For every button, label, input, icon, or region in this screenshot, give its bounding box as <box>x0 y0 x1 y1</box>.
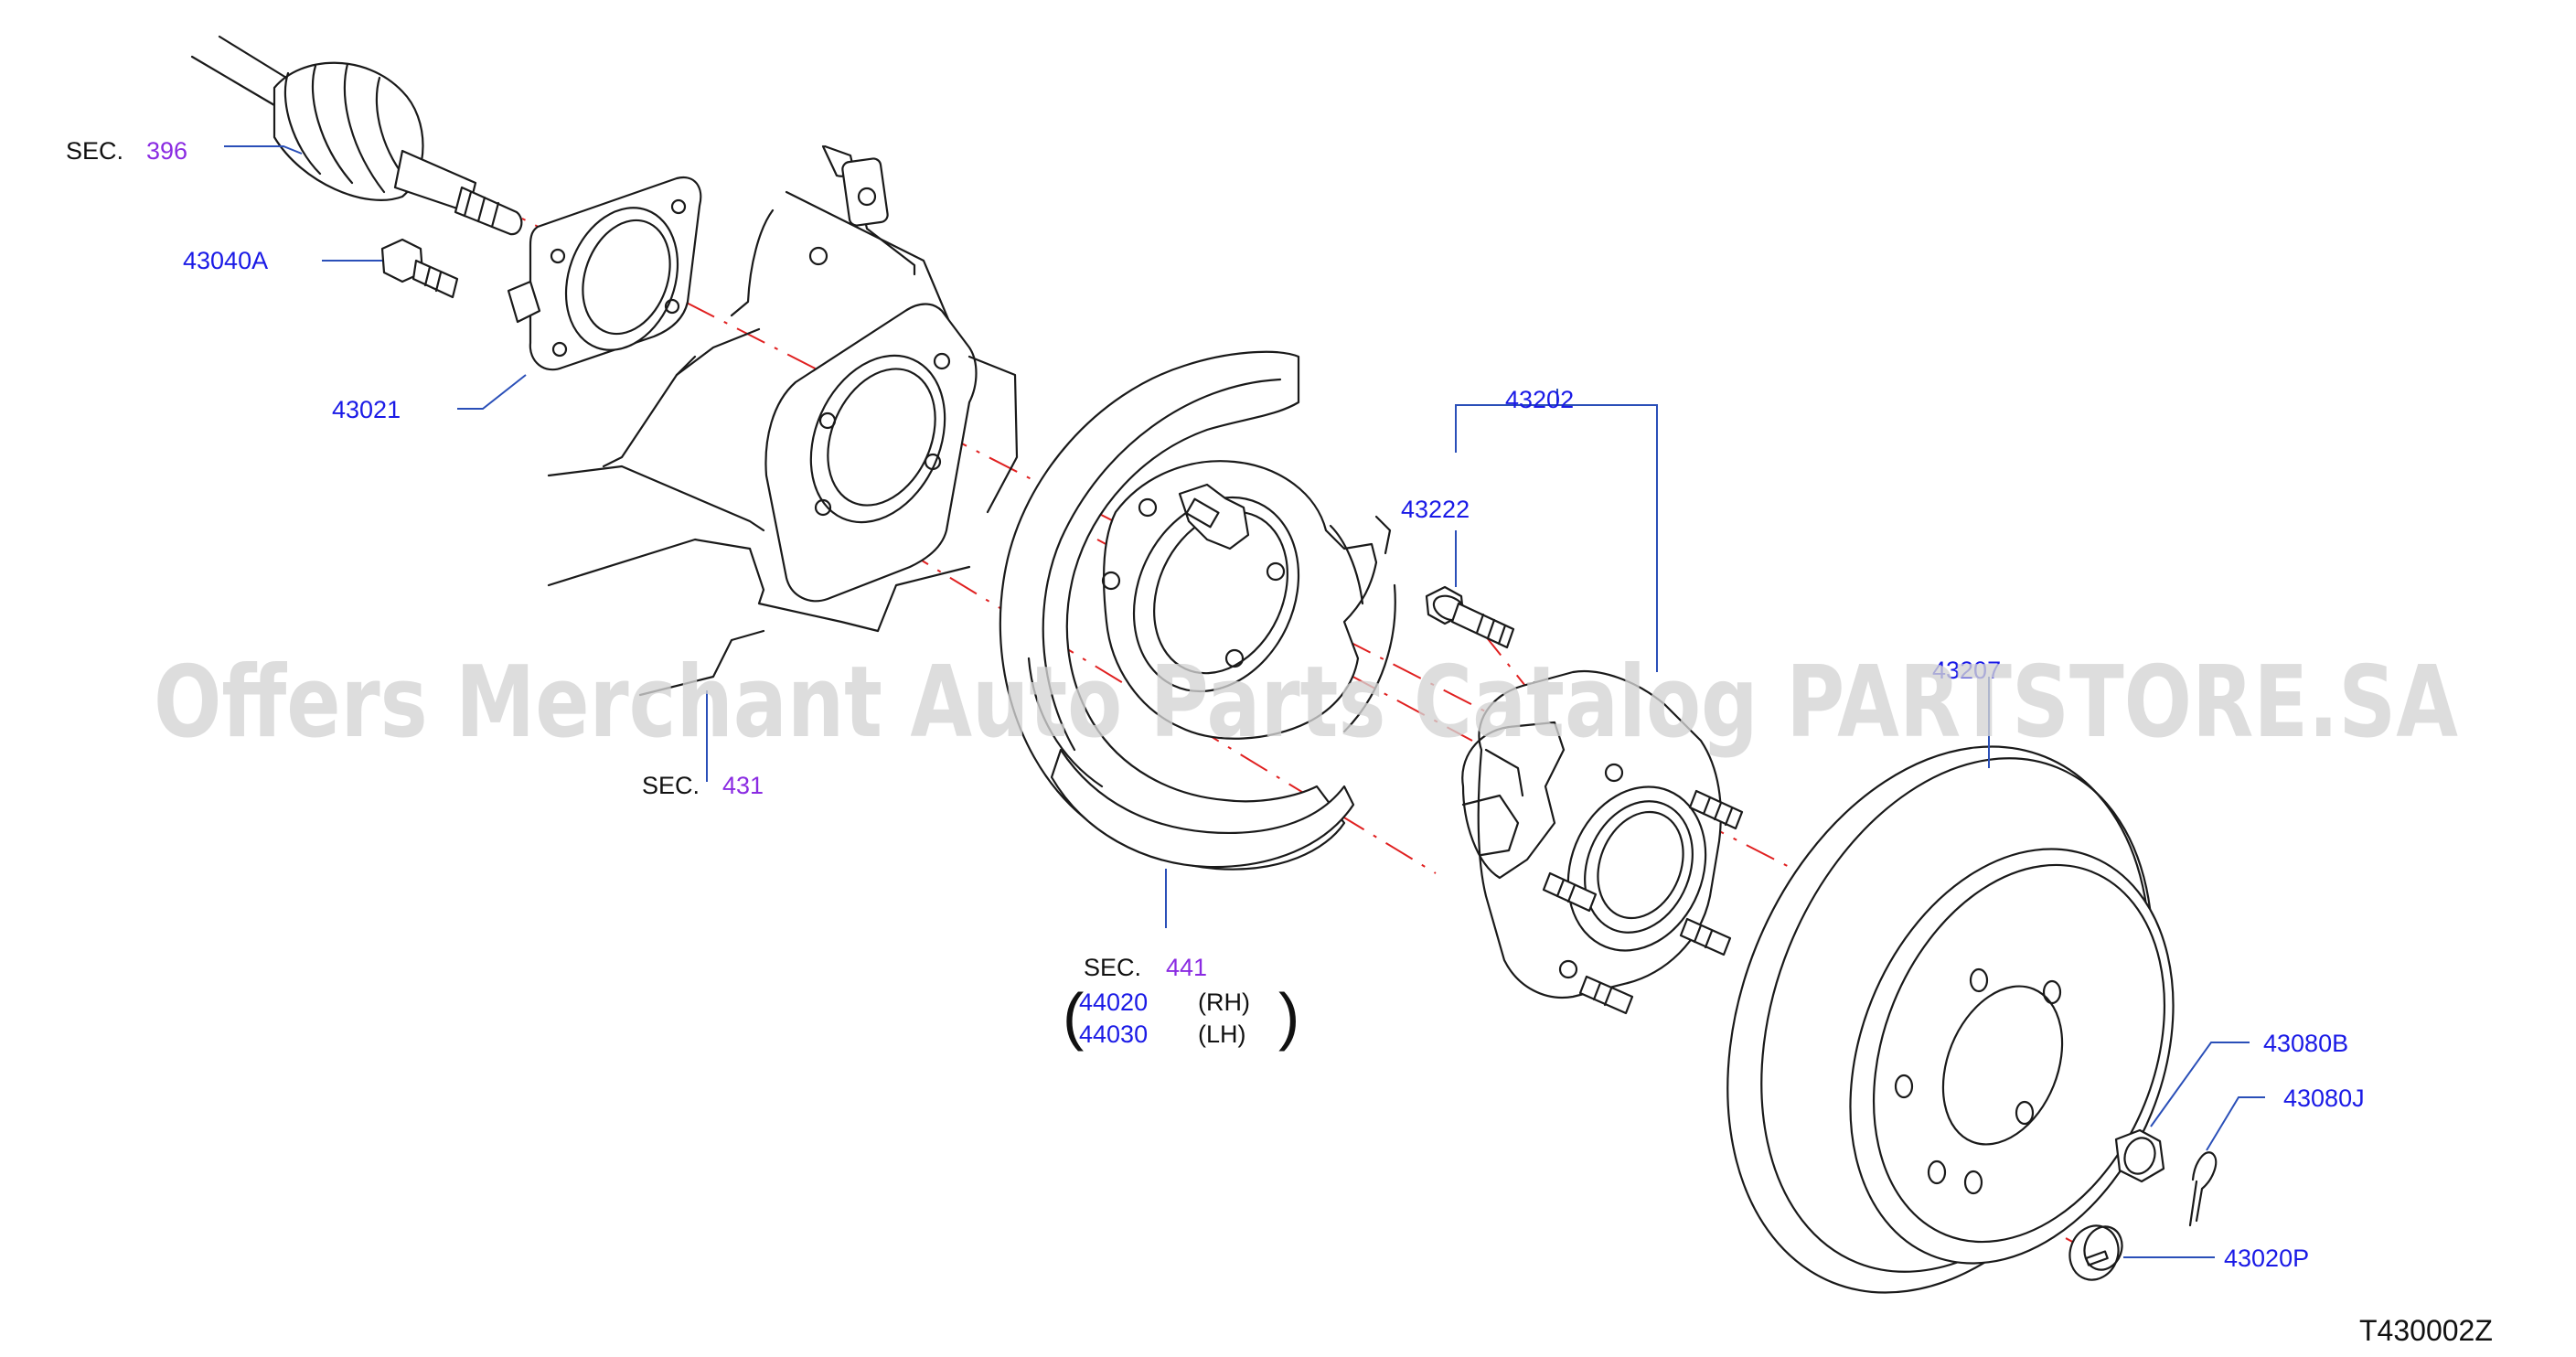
drive-shaft <box>190 35 523 236</box>
label-43202[interactable]: 43202 <box>1505 386 1574 413</box>
brake-back-plate <box>999 350 1396 871</box>
part-labels: SEC. 396 43040A 43021 SEC. 431 43202 432… <box>66 137 2365 1272</box>
label-44020[interactable]: 44020 <box>1079 988 1148 1016</box>
cotter-pin-43080J <box>2188 1151 2218 1227</box>
bearing-flange-43021 <box>507 176 702 371</box>
label-43207[interactable]: 43207 <box>1932 657 2001 684</box>
axle-knuckle <box>547 144 1019 697</box>
label-rh: (RH) <box>1198 988 1250 1016</box>
leader-lines <box>224 145 2265 1258</box>
bracket-open-icon: ( <box>1063 980 1084 1052</box>
disc-rotor-43207 <box>1726 745 2175 1294</box>
hub-bolt-43222 <box>1425 585 1515 649</box>
label-44030[interactable]: 44030 <box>1079 1020 1148 1048</box>
hub-nut-43080B <box>2114 1128 2165 1183</box>
label-43080J[interactable]: 43080J <box>2283 1085 2365 1112</box>
bracket-close-icon: ) <box>1278 980 1299 1052</box>
label-43222[interactable]: 43222 <box>1401 496 1470 523</box>
label-sec-441[interactable]: 441 <box>1166 954 1207 981</box>
grease-cap-43020P <box>2068 1224 2123 1281</box>
watermark-text: Offers Merchant Auto Parts Catalog PARTS… <box>154 646 2458 760</box>
label-43021[interactable]: 43021 <box>332 396 401 423</box>
label-sec-431-prefix: SEC. <box>642 772 700 799</box>
label-43020P[interactable]: 43020P <box>2224 1245 2309 1272</box>
label-43040A[interactable]: 43040A <box>183 247 268 274</box>
diagram-id: T430002Z <box>2359 1314 2493 1347</box>
wheel-hub-assembly-43202 <box>1461 670 1744 1015</box>
label-sec-396-prefix: SEC. <box>66 137 123 165</box>
label-lh: (LH) <box>1198 1020 1246 1048</box>
label-sec-431[interactable]: 431 <box>722 772 764 799</box>
label-sec-441-prefix: SEC. <box>1084 954 1141 981</box>
label-sec-396[interactable]: 396 <box>146 137 187 165</box>
bolt-43040A <box>380 238 459 299</box>
label-43080B[interactable]: 43080B <box>2263 1030 2348 1057</box>
